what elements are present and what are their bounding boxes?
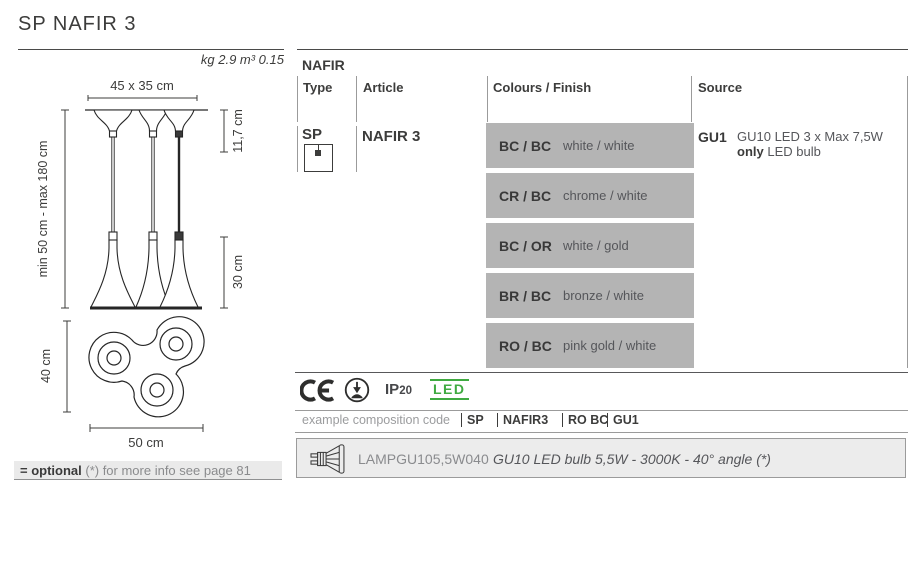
source-code: GU1 — [698, 129, 727, 145]
colour-row: CR / BC chrome / white — [486, 173, 694, 218]
dim-canopy-line — [220, 109, 228, 153]
colour-row: BC / BC white / white — [486, 123, 694, 168]
technical-drawing: 45 x 35 cm — [36, 78, 245, 450]
colour-row: BR / BC bronze / white — [486, 273, 694, 318]
optional-note-bold: = optional — [20, 463, 82, 478]
dim-height-line — [61, 109, 69, 309]
row-separator — [356, 126, 357, 172]
article-name: NAFIR 3 — [362, 128, 421, 145]
column-header-colours: Colours / Finish — [493, 80, 592, 95]
composition-segment: RO BC — [568, 413, 609, 427]
composition-segment: NAFIR3 — [503, 413, 549, 427]
dim-top-line — [87, 95, 198, 101]
colour-row: RO / BC pink gold / white — [486, 323, 694, 368]
column-separator — [487, 76, 488, 122]
composition-separator — [461, 413, 462, 427]
bulb-info-row: LAMPGU105,5W040 GU10 LED bulb 5,5W - 300… — [296, 438, 906, 478]
section-divider — [295, 372, 908, 373]
pictogram-stem — [317, 145, 319, 150]
title-rule-right — [297, 49, 908, 50]
dim-plan-width-label: 50 cm — [128, 435, 163, 450]
led-badge: LED — [430, 379, 469, 400]
ip-rating: IP20 — [385, 381, 412, 398]
source-line2-bold: only — [737, 144, 764, 159]
dim-canopy-label: 11,7 cm — [231, 109, 245, 153]
colour-code: BR / BC — [499, 287, 552, 304]
colour-desc: white / gold — [563, 238, 629, 253]
column-header-type: Type — [303, 80, 333, 95]
composition-segment: SP — [467, 413, 484, 427]
column-separator — [356, 76, 357, 122]
colour-desc: white / white — [563, 138, 635, 153]
column-separator — [691, 76, 692, 122]
ce-mark-icon — [300, 379, 335, 402]
source-line2-rest: LED bulb — [763, 144, 821, 159]
dim-shade-line — [220, 236, 228, 309]
colour-desc: pink gold / white — [563, 338, 657, 353]
column-separator — [297, 76, 298, 122]
row-separator — [297, 126, 298, 172]
shade-trumpets — [90, 231, 199, 308]
colour-code: BC / OR — [499, 237, 552, 254]
dim-height-label: min 50 cm - max 180 cm — [36, 141, 50, 278]
bulb-description: GU10 LED bulb 5,5W - 3000K - 40° angle (… — [493, 451, 771, 467]
optional-note: = optional (*) for more info see page 81 — [14, 461, 282, 480]
source-description: GU10 LED 3 x Max 7,5W only LED bulb — [737, 129, 905, 159]
column-header-source: Source — [698, 80, 743, 95]
dim-plan-depth-line — [63, 320, 71, 413]
colour-desc: bronze / white — [563, 288, 644, 303]
dim-top-label: 45 x 35 cm — [110, 78, 174, 93]
family-title: NAFIR — [302, 57, 345, 73]
ip-label: IP — [385, 381, 400, 398]
colour-desc: chrome / white — [563, 188, 648, 203]
dim-plan-width-line — [89, 424, 204, 432]
composition-segment: GU1 — [613, 413, 639, 427]
divider — [295, 432, 908, 433]
weight-volume-label: kg 2.9 m³ 0.15 — [200, 52, 284, 67]
pictogram-lamp — [315, 150, 321, 156]
colour-row: BC / OR white / gold — [486, 223, 694, 268]
source-line1: GU10 LED 3 x Max 7,5W — [737, 129, 883, 144]
dim-plan-depth-label: 40 cm — [39, 349, 53, 383]
suspension-pictogram-icon — [304, 144, 333, 172]
colour-code: CR / BC — [499, 187, 552, 204]
page-title: SP NAFIR 3 — [18, 13, 137, 35]
bulb-code: LAMPGU105,5W040 — [358, 451, 489, 467]
colour-code: RO / BC — [499, 337, 552, 354]
plan-view-body — [88, 316, 205, 418]
composition-separator — [497, 413, 498, 427]
plan-view-rings — [97, 327, 193, 407]
dim-shade-label: 30 cm — [231, 255, 245, 289]
type-code: SP — [302, 126, 323, 143]
canopy-bells — [93, 109, 195, 138]
ground-class-icon — [344, 377, 370, 403]
table-right-border — [907, 76, 908, 368]
composition-separator — [607, 413, 608, 427]
gu10-bulb-icon — [310, 444, 345, 474]
pendant-stems — [111, 137, 181, 233]
optional-note-rest: (*) for more info see page 81 — [81, 463, 251, 478]
title-rule-left — [18, 49, 284, 50]
composition-code-label: example composition code — [302, 413, 450, 427]
composition-separator — [562, 413, 563, 427]
colour-code: BC / BC — [499, 137, 552, 154]
column-header-article: Article — [363, 80, 404, 95]
divider — [295, 410, 908, 411]
ip-value: 20 — [399, 385, 412, 397]
